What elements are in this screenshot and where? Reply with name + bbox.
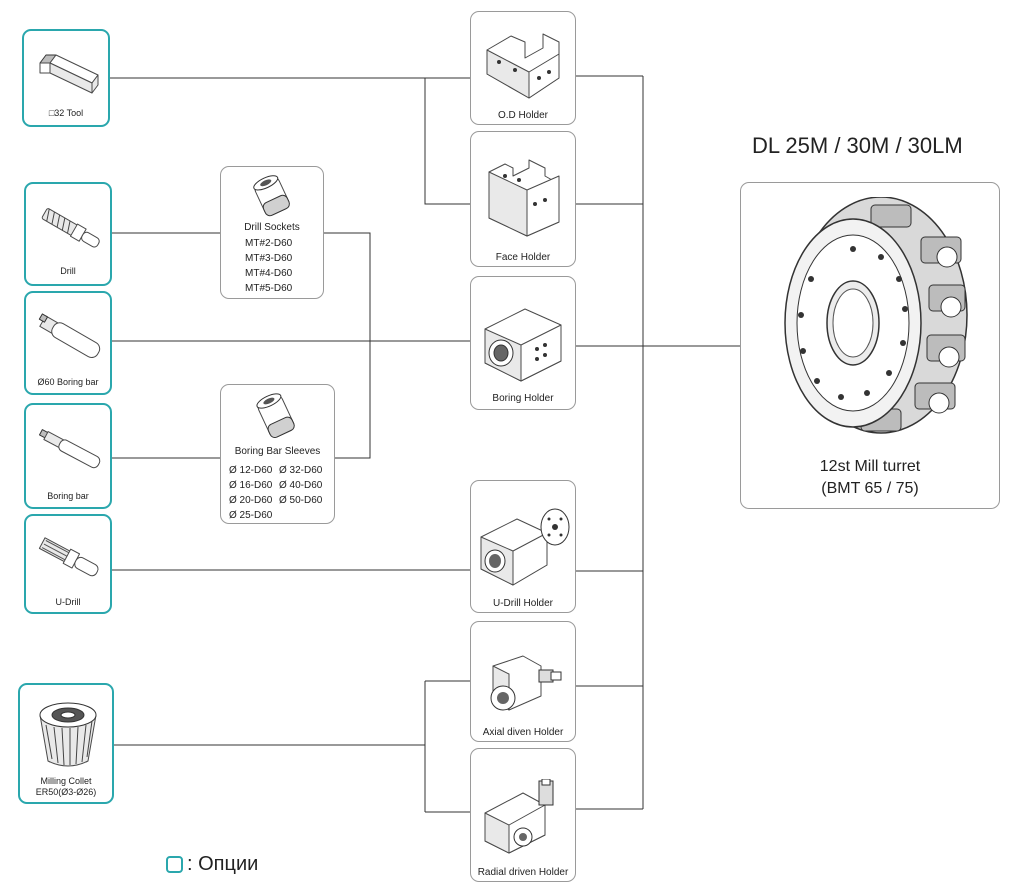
turret-panel[interactable]: 12st Mill turret (BMT 65 / 75) xyxy=(740,182,1000,509)
list-item: MT#5-D60 xyxy=(245,283,293,294)
adapter-title: Drill Sockets xyxy=(244,222,300,233)
od-holder-icon xyxy=(486,33,560,99)
tool-label: Boring bar xyxy=(47,491,89,501)
list-item: Ø 32-D60 xyxy=(279,465,323,476)
boring-bar-small-icon xyxy=(39,429,101,469)
axial-driven-holder-icon xyxy=(490,655,562,711)
tool-label: U-Drill xyxy=(55,597,81,607)
tool-60-boring-bar[interactable]: Ø60 Boring bar xyxy=(24,291,112,395)
holder-label: U-Drill Holder xyxy=(492,598,553,609)
holder-axial-driven[interactable]: Axial diven Holder xyxy=(470,621,576,742)
holder-label: Boring Holder xyxy=(492,393,554,404)
list-item: MT#2-D60 xyxy=(245,238,293,249)
list-item: Ø 16-D60 xyxy=(229,480,273,491)
tool-label: □32 Tool xyxy=(48,108,84,118)
tool-32-tool[interactable]: □32 Tool xyxy=(22,29,110,127)
legend: : Опции xyxy=(166,852,258,876)
tool-label: Milling Collet xyxy=(40,776,92,786)
boring-holder-icon xyxy=(484,308,562,382)
tool-label: Drill xyxy=(60,266,76,276)
list-item: MT#4-D60 xyxy=(245,268,293,279)
turret-label: 12st Mill turret xyxy=(819,458,921,475)
drill-icon xyxy=(41,208,100,248)
holder-u-drill[interactable]: U-Drill Holder xyxy=(470,480,576,613)
option-swatch-icon xyxy=(166,855,183,873)
u-drill-icon xyxy=(38,537,99,577)
turret-label-spec: (BMT 65 / 75) xyxy=(821,480,919,497)
tool-drill[interactable]: Drill xyxy=(24,182,112,286)
holder-face[interactable]: Face Holder xyxy=(470,131,576,267)
milling-collet-icon xyxy=(39,702,97,767)
face-holder-icon xyxy=(488,159,560,237)
list-item: Ø 20-D60 xyxy=(229,495,273,506)
tool-label: Ø60 Boring bar xyxy=(37,377,99,387)
list-item: Ø 12-D60 xyxy=(229,465,273,476)
boring-sleeve-icon xyxy=(256,393,295,438)
tool-label-spec: ER50(Ø3-Ø26) xyxy=(35,787,97,797)
list-item: Ø 40-D60 xyxy=(279,480,323,491)
list-item: MT#3-D60 xyxy=(245,253,293,264)
holder-radial-driven[interactable]: Radial driven Holder xyxy=(470,748,576,882)
mill-turret-icon xyxy=(784,197,968,434)
boring-bar-icon xyxy=(38,313,101,358)
holder-label: O.D Holder xyxy=(497,110,548,121)
legend-text: : Опции xyxy=(187,852,259,875)
drill-socket-icon xyxy=(253,175,290,217)
u-drill-holder-icon xyxy=(480,508,570,586)
list-item: Ø 50-D60 xyxy=(279,495,323,506)
adapter-drill-sockets[interactable]: Drill Sockets MT#2-D60 MT#3-D60 MT#4-D60… xyxy=(220,166,324,299)
tool-milling-collet[interactable]: Milling Collet ER50(Ø3-Ø26) xyxy=(18,683,114,804)
holder-label: Face Holder xyxy=(495,252,551,263)
adapter-list: MT#2-D60 MT#3-D60 MT#4-D60 MT#5-D60 xyxy=(245,236,292,296)
model-title: DL 25M / 30M / 30LM xyxy=(752,133,963,158)
square-tool-icon xyxy=(39,54,99,94)
holder-label: Axial diven Holder xyxy=(482,727,564,738)
adapter-list: Ø 12-D60 Ø 32-D60 Ø 16-D60 Ø 40-D60 Ø 20… xyxy=(229,463,329,523)
radial-driven-holder-icon xyxy=(484,779,554,854)
tool-u-drill[interactable]: U-Drill xyxy=(24,514,112,614)
adapter-title: Boring Bar Sleeves xyxy=(234,446,321,457)
holder-od[interactable]: O.D Holder xyxy=(470,11,576,125)
holder-boring[interactable]: Boring Holder xyxy=(470,276,576,410)
tool-boring-bar[interactable]: Boring bar xyxy=(24,403,112,509)
holder-label: Radial driven Holder xyxy=(477,867,569,878)
list-item: Ø 25-D60 xyxy=(229,510,273,521)
adapter-boring-sleeves[interactable]: Boring Bar Sleeves Ø 12-D60 Ø 32-D60 Ø 1… xyxy=(220,384,335,524)
